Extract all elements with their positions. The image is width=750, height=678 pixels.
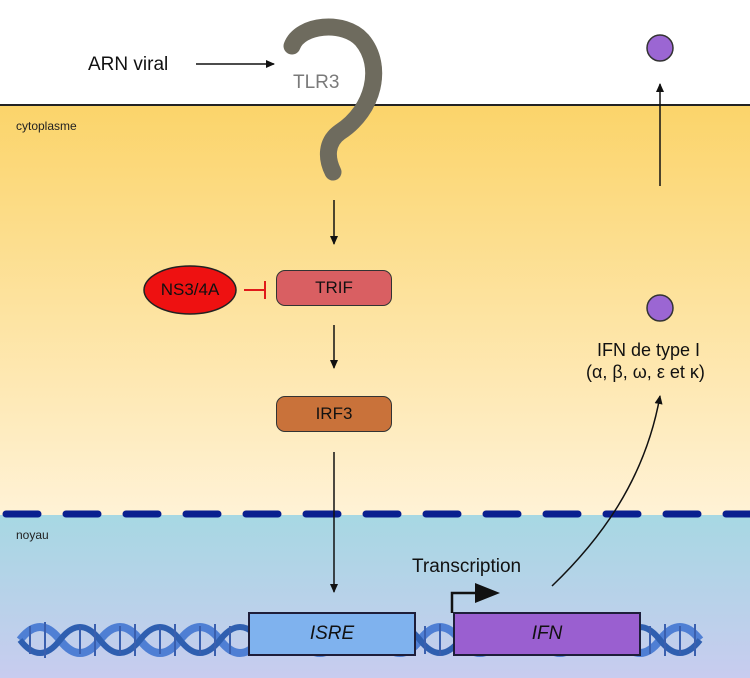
tlr3-label: TLR3 [293,72,340,93]
trif-box: TRIF [276,270,392,306]
isre-label: ISRE [309,623,355,644]
cytoplasm-region [0,105,750,515]
tlr3-receptor-shape [283,18,383,181]
secretion-curve-arrow [551,395,663,587]
ns3-4a-label: NS3/4A [160,280,220,299]
irf3-label: IRF3 [315,404,353,423]
ifn-gene: IFN [453,612,641,656]
transcription-label: Transcription [412,556,522,577]
ifn-type-label: IFN de type I [597,340,701,360]
cytoplasm-label: cytoplasme [16,119,77,133]
nucleus-label: noyau [16,528,49,542]
isre-element: ISRE [248,612,416,656]
transcription-arrowhead [475,583,500,603]
ifn-subtypes-label: (α, β, ω, ε et κ) [586,362,705,382]
ifn-molecule-extracellular [646,34,674,62]
transcription-start-arrow [450,591,478,613]
viral-rna-label: ARN viral [88,54,169,75]
ifn-molecule-cytoplasm [646,294,674,322]
trif-label: TRIF [315,278,353,297]
irf3-box: IRF3 [276,396,392,432]
ifn-gene-label: IFN [531,623,563,644]
ns3-4a-ellipse [143,265,237,315]
